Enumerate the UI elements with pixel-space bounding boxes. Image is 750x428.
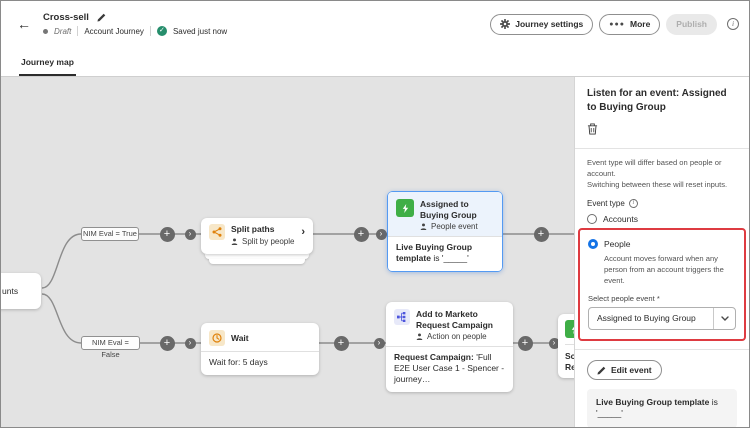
clock-icon — [209, 330, 225, 346]
select-people-event-label: Select people event * — [588, 294, 660, 303]
pencil-icon — [597, 366, 606, 375]
chevron-down-icon — [720, 316, 729, 321]
status-label: Draft — [54, 26, 72, 36]
split-icon — [209, 224, 225, 240]
start-accounts-node[interactable]: unts — [1, 273, 41, 309]
branch-label-false: NIM Eval = False — [81, 336, 140, 359]
divider — [575, 349, 749, 350]
split-paths-node[interactable]: Split paths Split by people › — [201, 218, 313, 254]
info-icon[interactable]: i — [628, 199, 638, 208]
node-inlet-icon: › — [184, 337, 196, 349]
person-icon — [416, 333, 423, 341]
add-step-button[interactable]: + — [353, 226, 369, 242]
add-step-button[interactable]: + — [533, 226, 549, 242]
saved-check-icon: ✓ — [156, 26, 167, 36]
edit-event-button[interactable]: Edit event — [587, 360, 662, 380]
back-button[interactable]: ← — [11, 14, 37, 34]
edit-title-button[interactable] — [97, 13, 106, 22]
more-button[interactable]: ●●● More — [599, 13, 661, 35]
delete-node-button[interactable] — [587, 121, 598, 140]
event-bolt-icon — [396, 199, 414, 217]
edit-event-label: Edit event — [611, 365, 652, 375]
people-event-select[interactable]: Assigned to Buying Group — [588, 307, 736, 330]
node-inlet-icon: › — [373, 337, 385, 349]
trash-icon — [587, 123, 598, 135]
person-icon — [231, 238, 238, 245]
panel-title: Listen for an event: Assigned to Buying … — [587, 88, 727, 113]
pencil-icon — [97, 13, 106, 22]
node-inlet-icon: › — [548, 337, 560, 349]
node-subtitle: Split by people — [242, 236, 295, 246]
event-type-label: Event type i — [587, 199, 737, 208]
assigned-buying-group-node[interactable]: Assigned to Buying Group People event Li… — [387, 191, 503, 273]
split-stack-layer — [205, 254, 309, 259]
start-node-label: unts — [2, 286, 19, 296]
publish-button[interactable]: Publish — [666, 13, 717, 35]
tab-bar: Journey map — [1, 47, 749, 77]
radio-accounts-label: Accounts — [603, 214, 638, 224]
radio-people[interactable]: People — [588, 239, 736, 249]
saved-status: Saved just now — [172, 26, 228, 36]
page-title: Cross-sell — [43, 12, 89, 23]
node-title: Assigned to Buying Group — [420, 199, 477, 220]
wait-node[interactable]: Wait Wait for: 5 days — [201, 323, 319, 376]
back-arrow-icon: ← — [17, 16, 31, 32]
node-subtitle: People event — [431, 222, 478, 232]
gear-icon — [500, 19, 511, 29]
draft-status-dot-icon — [43, 28, 48, 34]
node-subtitle: Action on people — [427, 332, 487, 342]
template-note: Live Buying Group template is '_____' — [587, 389, 737, 427]
branch-label-true: NIM Eval = True — [81, 227, 139, 241]
ellipsis-icon: ●●● — [609, 20, 625, 28]
divider — [77, 26, 79, 36]
event-bolt-icon — [565, 320, 576, 338]
campaign-flow-icon — [394, 309, 410, 325]
marketo-campaign-node[interactable]: Add to Marketo Request Campaign Action o… — [386, 302, 513, 393]
radio-unselected-icon — [587, 214, 597, 224]
divider — [575, 148, 749, 149]
journey-type-label: Account Journey — [84, 26, 144, 36]
event-config-panel: Listen for an event: Assigned to Buying … — [574, 77, 749, 427]
node-title: Sco Rela — [565, 344, 576, 372]
radio-accounts[interactable]: Accounts — [587, 214, 737, 224]
required-asterisk: * — [656, 294, 660, 303]
more-label: More — [629, 19, 651, 29]
node-detail: Wait for: 5 days — [201, 351, 319, 375]
score-event-node[interactable]: Sco Rela — [558, 314, 576, 378]
node-detail: Request Campaign: 'Full E2E User Case 1 … — [386, 346, 513, 392]
add-step-button[interactable]: + — [159, 335, 175, 351]
node-title: Split paths — [231, 224, 275, 234]
info-icon[interactable]: i — [727, 18, 739, 30]
node-inlet-icon: › — [184, 228, 196, 240]
add-step-button[interactable]: + — [517, 335, 533, 351]
title-block: Cross-sell Draft Account Journey ✓ Saved… — [43, 12, 227, 36]
split-stack-layer — [209, 259, 305, 264]
node-title: Wait — [231, 333, 249, 343]
journey-canvas[interactable]: unts NIM Eval = True NIM Eval = False + … — [1, 77, 576, 427]
event-type-help: Event type will differ based on people o… — [587, 158, 728, 189]
select-value: Assigned to Buying Group — [597, 313, 696, 323]
people-option-help: Account moves forward when any person fr… — [604, 254, 724, 285]
divider — [149, 26, 151, 36]
top-bar-actions: Journey settings ●●● More Publish i — [490, 13, 739, 35]
top-bar: ← Cross-sell Draft Account Journey ✓ Sav… — [1, 1, 749, 47]
tab-journey-map-label: Journey map — [21, 57, 74, 67]
radio-people-label: People — [604, 239, 631, 249]
journey-settings-label: Journey settings — [515, 19, 584, 29]
node-title: Add to Marketo Request Campaign — [416, 309, 493, 330]
node-detail: Live Buying Group template is '_____' — [388, 236, 502, 272]
node-inlet-icon: › — [375, 228, 387, 240]
publish-label: Publish — [676, 19, 707, 29]
person-icon — [420, 223, 427, 231]
validation-highlight-box: People Account moves forward when any pe… — [578, 228, 746, 341]
add-step-button[interactable]: + — [159, 226, 175, 242]
radio-selected-icon — [588, 239, 598, 249]
tab-journey-map[interactable]: Journey map — [19, 57, 76, 76]
chevron-right-icon[interactable]: › — [301, 226, 305, 238]
add-step-button[interactable]: + — [333, 335, 349, 351]
journey-settings-button[interactable]: Journey settings — [490, 13, 594, 35]
